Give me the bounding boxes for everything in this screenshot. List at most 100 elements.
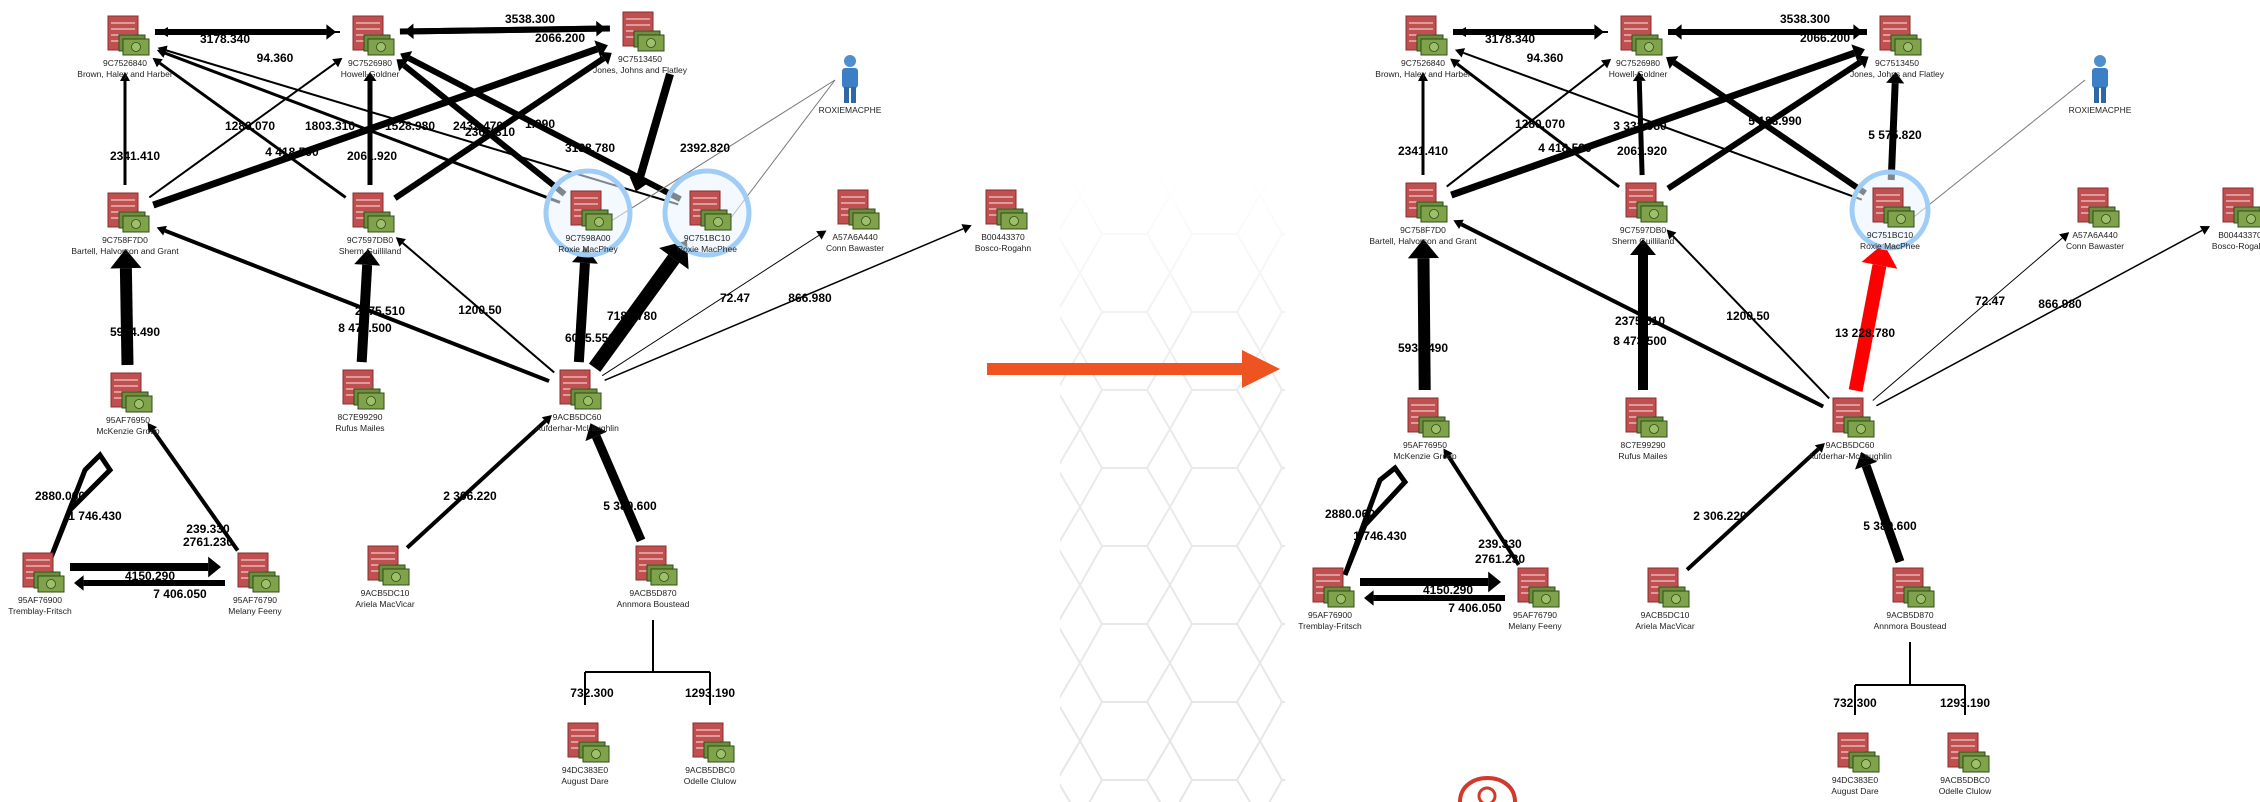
account-icon[interactable]: [1837, 732, 1880, 773]
flow-edge-9C7597DB0-9C7526980[interactable]: [363, 72, 377, 185]
account-icon[interactable]: [107, 192, 150, 233]
flow-edge-loop-mckenzie-tremblay[interactable]: [47, 451, 114, 561]
node-id: B00443370: [981, 232, 1025, 242]
account-icon[interactable]: [110, 372, 153, 413]
flow-value-label: 1 746.430: [1353, 529, 1407, 543]
account-icon[interactable]: [1407, 397, 1450, 438]
flow-edge-9C7597DB0-9C7526980[interactable]: [1632, 71, 1646, 176]
flow-edge-9C7526980-9C7526840[interactable]: [159, 27, 340, 37]
account-icon[interactable]: [1872, 187, 1915, 228]
person-icon[interactable]: [842, 55, 858, 103]
account-icon[interactable]: [22, 552, 65, 593]
flow-edge-9ACB5DC10-9ACB5DC60[interactable]: [405, 414, 552, 550]
flow-edge-8C7E99290-9C7597DB0[interactable]: [354, 248, 381, 363]
flow-edge-95AF76790-95AF76950[interactable]: [147, 422, 240, 552]
node-name: Bosco-Rogahn: [2212, 241, 2260, 251]
account-icon[interactable]: [689, 190, 732, 231]
flow-edge-9ACB5DC60-B00443370[interactable]: [1876, 225, 2211, 407]
account-icon[interactable]: [2077, 187, 2120, 228]
flow-edge-9C7513450-9C7526980[interactable]: [1672, 24, 1867, 40]
flow-value-label: 2341.410: [110, 149, 160, 163]
tree-connector-left: [584, 620, 711, 705]
flow-edge-9C758F7D0-9C7513450[interactable]: [1450, 44, 1865, 199]
flow-edge-9C758F7D0-9C7526980[interactable]: [1446, 58, 1612, 188]
account-icon[interactable]: [107, 15, 150, 56]
account-icon[interactable]: [367, 545, 410, 586]
flow-edge-9ACB5DC60-9C758F7D0[interactable]: [156, 225, 550, 383]
account-icon[interactable]: [1647, 567, 1690, 608]
flow-edge-9ACB5DC60-A57A6A440[interactable]: [1872, 232, 2070, 401]
flow-edge-9C751BC10-9C7526980[interactable]: [1666, 56, 1867, 196]
flow-value-label: 1200.50: [1726, 309, 1770, 323]
flow-value-label: 239.330: [1478, 537, 1522, 551]
account-icon[interactable]: [1405, 15, 1448, 56]
account-icon[interactable]: [570, 190, 613, 231]
flow-edge-9ACB5D870-9ACB5DC60[interactable]: [585, 423, 646, 543]
flow-edge-95AF76790-95AF76900[interactable]: [1364, 590, 1505, 606]
flow-edge-9C7597DB0-9C7526840[interactable]: [1450, 58, 1621, 189]
node-name: Annmora Boustead: [1874, 621, 1947, 631]
node-id: 9C758F7D0: [102, 235, 148, 245]
account-icon[interactable]: [622, 11, 665, 52]
flow-edge-9C751BC10-9C7513450[interactable]: [1886, 71, 1905, 181]
flow-edge-9ACB5DC60-B00443370[interactable]: [604, 224, 972, 382]
flow-edge-9ACB5DC60-9C751BC10[interactable]: [588, 240, 689, 372]
flow-edge-9ACB5DC60-9C751BC10[interactable]: [1848, 243, 1898, 392]
account-icon[interactable]: [237, 552, 280, 593]
account-icon[interactable]: [635, 545, 678, 586]
person-icon[interactable]: [2092, 55, 2108, 103]
flow-edge-95AF76900-95AF76790[interactable]: [70, 556, 221, 578]
node-id: 9C751BC10: [684, 233, 731, 243]
flow-edge-9C758F7D0-9C7526840[interactable]: [1418, 72, 1428, 175]
account-icon[interactable]: [342, 369, 385, 410]
flow-edge-9C7526980-9C7526840[interactable]: [1457, 27, 1608, 37]
flow-edge-9C751BC10-9C7526980[interactable]: [400, 51, 682, 202]
flow-edge-95AF76950-9C758F7D0[interactable]: [1407, 238, 1440, 391]
flow-edge-loop-mckenzie-tremblay[interactable]: [1342, 464, 1409, 576]
flow-edge-9C7597DB0-9C7526840[interactable]: [152, 57, 347, 199]
flow-edge-9C7597DB0-9C7513450[interactable]: [393, 51, 612, 201]
flow-edge-9C758F7D0-9C7513450[interactable]: [152, 40, 608, 209]
account-icon[interactable]: [1625, 397, 1668, 438]
account-icon[interactable]: [1620, 15, 1663, 56]
flow-edge-8C7E99290-9C7597DB0[interactable]: [1630, 239, 1656, 390]
flow-edge-9ACB5DC10-9ACB5DC60[interactable]: [1685, 443, 1825, 572]
account-icon[interactable]: [1947, 732, 1990, 773]
flow-value-label: 1 746.430: [68, 509, 122, 523]
account-icon[interactable]: [352, 15, 395, 56]
account-icon[interactable]: [1517, 567, 1560, 608]
flow-edge-9C758F7D0-9C7526840[interactable]: [120, 72, 130, 185]
account-icon[interactable]: [985, 189, 1028, 230]
account-icon[interactable]: [567, 722, 610, 763]
account-icon[interactable]: [837, 189, 880, 230]
account-icon[interactable]: [1405, 182, 1448, 223]
flow-edge-95AF76790-95AF76950[interactable]: [1443, 448, 1521, 566]
account-icon[interactable]: [1312, 567, 1355, 608]
account-icon[interactable]: [692, 722, 735, 763]
flow-edge-9C758F7D0-9C7526980[interactable]: [148, 57, 343, 199]
flow-edge-9ACB5DC60-9C7597DB0[interactable]: [395, 237, 555, 374]
flow-value-label: 5 575.820: [1868, 128, 1922, 142]
flow-value-label: 5 183.990: [1748, 114, 1802, 128]
flow-edge-9ACB5DC60-9C7597DB0[interactable]: [1666, 229, 1830, 400]
account-icon[interactable]: [2222, 187, 2260, 228]
account-icon[interactable]: [352, 192, 395, 233]
flow-edge-9C7513450-9C7598A00[interactable]: [629, 72, 674, 192]
flow-edge-9ACB5DC60-A57A6A440[interactable]: [601, 230, 827, 377]
account-icon[interactable]: [1879, 15, 1922, 56]
flow-value-label: 2880.060: [1325, 507, 1375, 521]
account-icon[interactable]: [559, 369, 602, 410]
flow-value-label: 2066.200: [535, 31, 585, 45]
flow-value-label: 239.330: [186, 522, 230, 536]
flow-edge-95AF76950-9C758F7D0[interactable]: [110, 248, 142, 366]
flow-edge-95AF76790-95AF76900[interactable]: [74, 575, 225, 591]
node-name: Howell-Goldner: [1609, 69, 1668, 79]
account-icon[interactable]: [1832, 397, 1875, 438]
node-name: Bosco-Rogahn: [975, 243, 1032, 253]
account-icon[interactable]: [1892, 567, 1935, 608]
flow-edge-9C751BC10-9C7526840[interactable]: [1454, 48, 1863, 201]
flow-edge-9ACB5D870-9ACB5DC60[interactable]: [1855, 452, 1905, 564]
account-icon[interactable]: [1625, 182, 1668, 223]
flow-edge-95AF76900-95AF76790[interactable]: [1360, 571, 1501, 593]
flow-edge-9C7513450-9C7526980[interactable]: [403, 23, 610, 40]
